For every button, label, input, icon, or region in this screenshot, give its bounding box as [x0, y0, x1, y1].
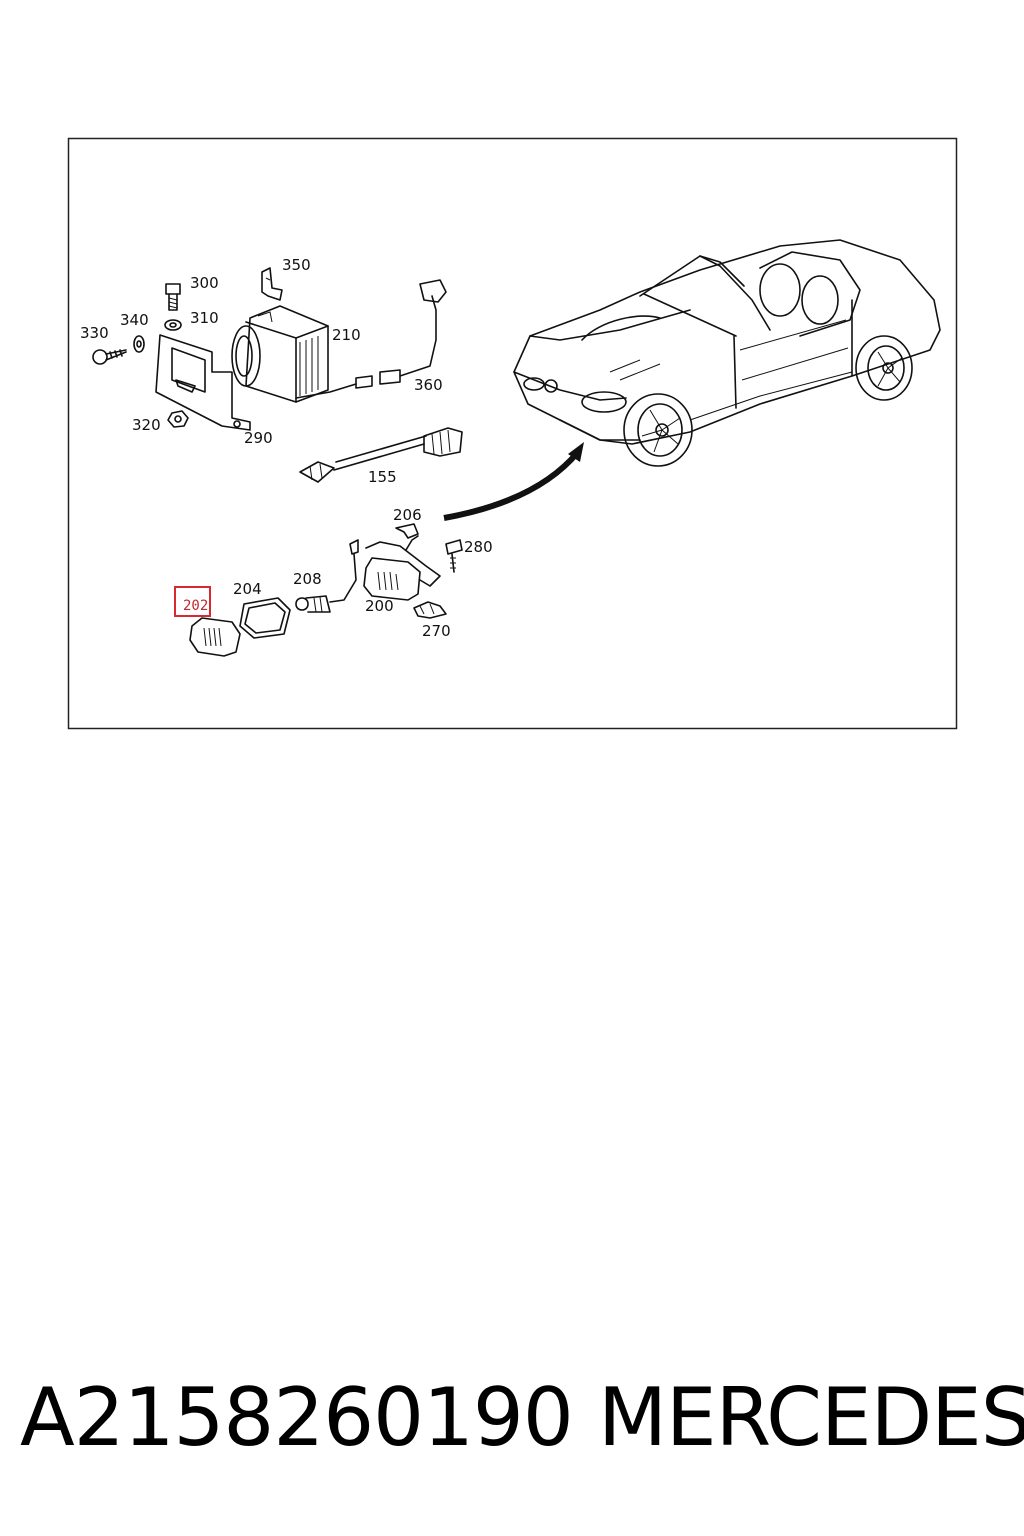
callout-330: 330 — [80, 324, 109, 342]
callout-208: 208 — [293, 570, 322, 588]
cable-155 — [299, 427, 463, 483]
callout-320: 320 — [132, 416, 161, 434]
screw-330 — [92, 349, 127, 365]
callout-310: 310 — [190, 309, 219, 327]
callout-200: 200 — [365, 597, 394, 615]
callout-290: 290 — [244, 429, 273, 447]
lamp-housing-210 — [231, 305, 329, 403]
callout-206: 206 — [393, 506, 422, 524]
brand-name: MERCEDES — [598, 1371, 1024, 1464]
lens-202 — [189, 617, 241, 657]
bulb-208 — [295, 595, 331, 613]
diagram-frame — [67, 137, 958, 730]
highlight-box-202 — [174, 586, 211, 617]
callout-280: 280 — [464, 538, 493, 556]
bolt-300 — [165, 283, 181, 311]
footer: A2158260190 MERCEDES — [0, 1370, 1024, 1470]
callout-202: 202 — [183, 598, 208, 614]
washer-310 — [164, 319, 182, 331]
part-number: A2158260190 — [20, 1371, 574, 1464]
callout-270: 270 — [422, 622, 451, 640]
car-illustration — [513, 239, 941, 467]
callout-204: 204 — [233, 580, 262, 598]
screw-280 — [445, 539, 463, 573]
clip-350 — [261, 267, 283, 301]
clip-270 — [413, 601, 447, 619]
parts-diagram: 300 350 330 340 310 210 360 320 290 155 … — [67, 137, 958, 730]
clip-206 — [395, 523, 419, 539]
callout-300: 300 — [190, 274, 219, 292]
callout-210: 210 — [332, 326, 361, 344]
callout-340: 340 — [120, 311, 149, 329]
nut-320 — [167, 410, 189, 428]
seal-204 — [239, 597, 291, 639]
callout-360: 360 — [414, 376, 443, 394]
bracket-290 — [155, 334, 251, 431]
harness-360 — [295, 279, 447, 399]
callout-155: 155 — [368, 468, 397, 486]
location-arrow — [443, 442, 584, 521]
washer-340 — [133, 335, 145, 353]
fog-lamp-200 — [329, 535, 441, 603]
callout-350: 350 — [282, 256, 311, 274]
